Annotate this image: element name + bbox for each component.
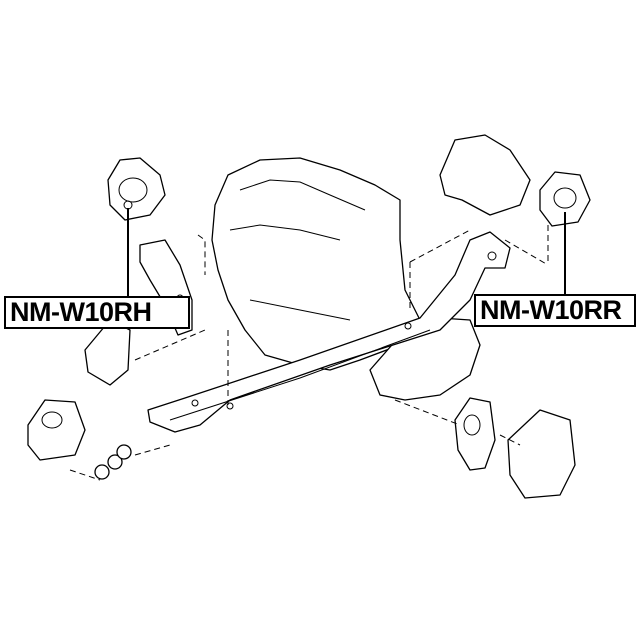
transmission bbox=[369, 317, 481, 401]
front-crossmember bbox=[147, 231, 511, 433]
lh-mount-parts bbox=[27, 319, 132, 480]
assembly-guide-lines bbox=[69, 225, 549, 481]
rh-engine-mount bbox=[107, 157, 193, 336]
part-label-nm-w10rh: NM-W10RH bbox=[4, 296, 190, 329]
part-label-nm-w10rr: NM-W10RR bbox=[474, 294, 636, 327]
rr-engine-mount bbox=[439, 134, 591, 227]
transmission-mount-parts bbox=[454, 397, 576, 499]
